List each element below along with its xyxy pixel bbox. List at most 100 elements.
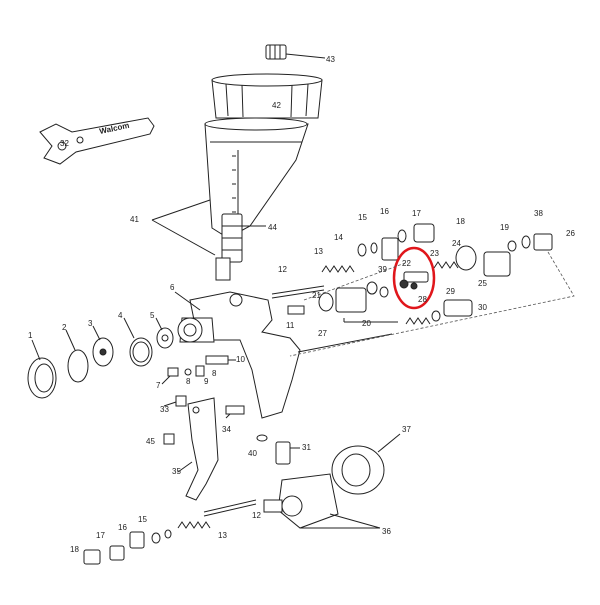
callout-19: 19 <box>500 223 509 232</box>
part-42-cup-lid <box>211 73 323 119</box>
callout-28: 28 <box>418 295 427 304</box>
part-3-air-cap <box>92 325 114 367</box>
callout-15b: 15 <box>138 515 147 524</box>
callout-9: 9 <box>204 377 209 386</box>
part-11-pin <box>287 305 305 315</box>
part-33-screw <box>163 395 187 407</box>
callout-16a: 16 <box>380 207 389 216</box>
callout-22: 22 <box>402 259 411 268</box>
callout-31: 31 <box>302 443 311 452</box>
parts-15-18-lower-seals <box>83 529 172 565</box>
callout-41: 41 <box>130 215 139 224</box>
part-2-seal-ring <box>65 329 89 383</box>
callout-33: 33 <box>160 405 169 414</box>
part-12-needle-upper <box>271 285 325 299</box>
part-24-oring <box>455 245 477 271</box>
part-5-fluid-tip <box>155 317 174 349</box>
callout-15a: 15 <box>358 213 367 222</box>
part-22-highlighted-pin <box>392 246 436 310</box>
part-41-paint-cup <box>151 117 309 256</box>
part-16-bushing <box>381 237 399 261</box>
callout-16b: 16 <box>118 523 127 532</box>
part-27-needle-rod <box>297 333 393 353</box>
callout-32: 32 <box>60 139 69 148</box>
callout-39: 39 <box>378 265 387 274</box>
part-6-gun-body <box>174 291 301 419</box>
part-34-pin <box>225 405 245 419</box>
part-15-washer <box>370 242 378 254</box>
callout-25: 25 <box>478 279 487 288</box>
callout-14: 14 <box>334 233 343 242</box>
callout-34: 34 <box>222 425 231 434</box>
callout-8b: 8 <box>212 369 217 378</box>
part-32-wrench: Walcom <box>39 117 155 165</box>
part-37-regulator-knob <box>331 433 401 495</box>
part-36-regulator <box>263 473 381 529</box>
callout-38: 38 <box>534 209 543 218</box>
callout-3: 3 <box>88 319 93 328</box>
parts-7-10-screws <box>161 355 236 385</box>
callout-11: 11 <box>286 321 295 330</box>
callout-30: 30 <box>478 303 487 312</box>
callout-37: 37 <box>402 425 411 434</box>
callout-17b: 17 <box>96 531 105 540</box>
callout-40: 40 <box>248 449 257 458</box>
part-43-lid-cap <box>265 44 326 60</box>
part-18-cap <box>413 223 435 243</box>
part-29-30-adjuster <box>431 299 473 322</box>
callout-20: 20 <box>362 319 371 328</box>
callout-26: 26 <box>566 229 575 238</box>
part-4-spacer-ring <box>123 317 153 367</box>
callout-35: 35 <box>172 467 181 476</box>
callout-23: 23 <box>430 249 439 258</box>
callout-18b: 18 <box>70 545 79 554</box>
part-13-spring-upper <box>321 265 355 273</box>
part-14-ring <box>357 243 367 257</box>
callout-2: 2 <box>62 323 67 332</box>
part-39-washer <box>366 281 389 298</box>
callout-45: 45 <box>146 437 155 446</box>
part-38-seal <box>521 235 531 249</box>
callout-13b: 13 <box>218 531 227 540</box>
callout-17a: 17 <box>412 209 421 218</box>
callout-labels: 1 2 3 4 5 6 7 8 8 9 10 11 12 12 13 13 14… <box>28 55 575 554</box>
callout-43: 43 <box>326 55 335 64</box>
callout-44: 44 <box>268 223 277 232</box>
part-23-spring <box>433 261 459 269</box>
callout-12b: 12 <box>252 511 261 520</box>
callout-24: 24 <box>452 239 461 248</box>
part-20-bracket <box>343 318 398 323</box>
part-45-nut <box>163 433 175 445</box>
part-26-knob <box>533 233 553 251</box>
callout-36: 36 <box>382 527 391 536</box>
callout-27: 27 <box>318 329 327 338</box>
part-31-air-inlet <box>275 441 300 465</box>
callout-8a: 8 <box>186 377 191 386</box>
callout-7: 7 <box>156 381 161 390</box>
part-44-filter <box>215 213 266 281</box>
assembly-guide-lines <box>289 251 575 357</box>
callout-12a: 12 <box>278 265 287 274</box>
part-35-trigger <box>177 397 219 501</box>
part-13-spring-lower <box>177 521 211 529</box>
part-25-valve-body <box>483 251 511 277</box>
highlight-circle <box>392 246 436 310</box>
part-1-air-cap-ring <box>27 339 57 399</box>
callout-4: 4 <box>118 311 123 320</box>
part-28-spring <box>405 317 431 325</box>
callout-5: 5 <box>150 311 155 320</box>
callout-10: 10 <box>236 355 245 364</box>
callout-29: 29 <box>446 287 455 296</box>
callout-18a: 18 <box>456 217 465 226</box>
callout-21: 21 <box>312 291 321 300</box>
part-19-ring <box>507 240 517 252</box>
callout-6: 6 <box>170 283 175 292</box>
part-17-spring <box>397 229 407 243</box>
part-12-needle-lower <box>203 499 257 517</box>
callout-13a: 13 <box>314 247 323 256</box>
callout-42: 42 <box>272 101 281 110</box>
part-40-washer <box>256 434 268 442</box>
part-21-valve <box>318 287 367 313</box>
